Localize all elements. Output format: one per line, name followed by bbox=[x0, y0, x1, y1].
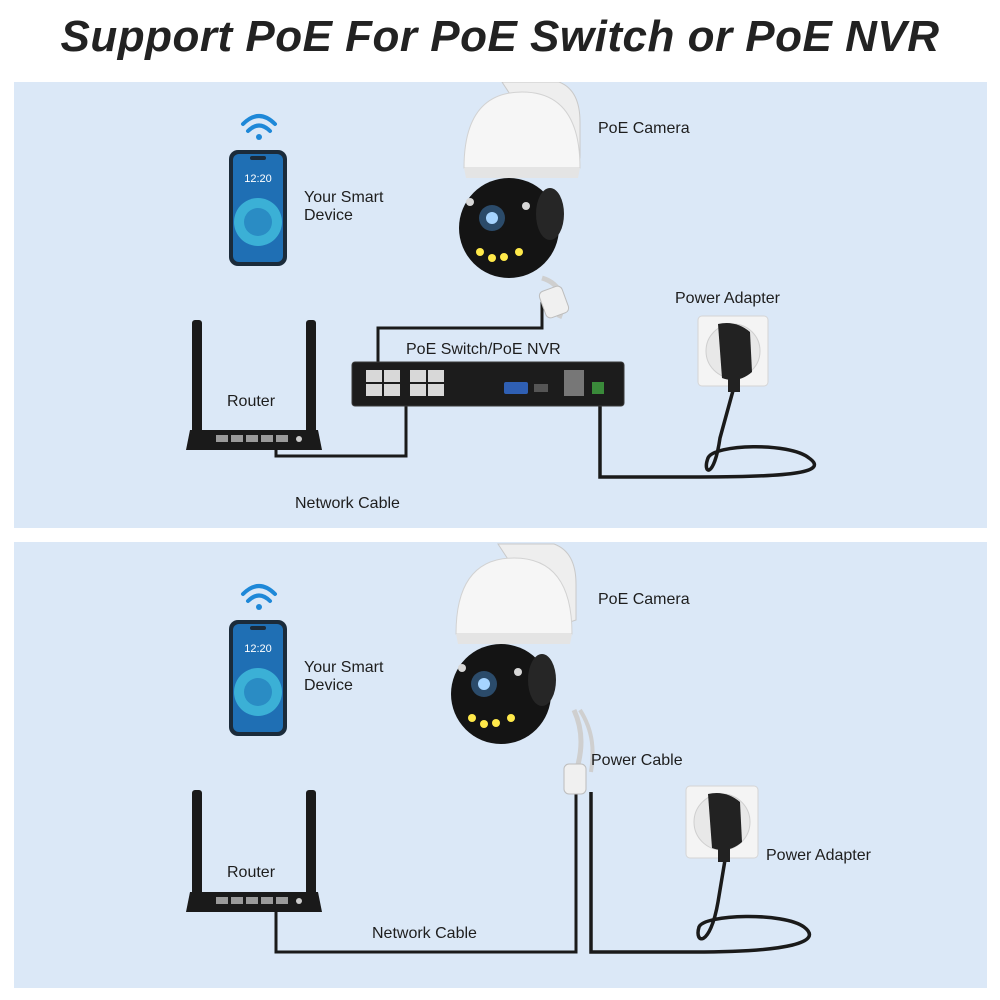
label-router: Router bbox=[227, 393, 276, 410]
label-poe-camera: PoE Camera bbox=[598, 591, 690, 608]
label-smart-device: Your Smart Device bbox=[304, 189, 384, 224]
router-icon bbox=[186, 790, 322, 912]
label-power-cable: Power Cable bbox=[591, 752, 683, 769]
power-cable bbox=[589, 792, 812, 954]
smartphone-icon: 12:20 bbox=[229, 620, 287, 736]
label-poe-switch: PoE Switch/PoE NVR bbox=[406, 341, 561, 358]
poe-switch-icon bbox=[351, 361, 625, 407]
power-adapter-icon bbox=[718, 323, 752, 392]
camera-icon bbox=[451, 543, 595, 795]
wifi-icon bbox=[241, 114, 277, 140]
label-network-cable: Network Cable bbox=[372, 925, 477, 942]
phone-time: 12:20 bbox=[244, 643, 272, 655]
power-adapter-icon bbox=[708, 793, 742, 862]
camera-icon bbox=[459, 82, 581, 320]
wifi-icon bbox=[241, 584, 277, 610]
diagram-panel-poe-switch: 12:20 bbox=[14, 82, 987, 528]
diagram-svg: 12:20 bbox=[186, 543, 812, 954]
router-icon bbox=[186, 320, 322, 450]
phone-time: 12:20 bbox=[244, 173, 272, 185]
label-power-adapter: Power Adapter bbox=[766, 847, 871, 864]
label-network-cable: Network Cable bbox=[295, 495, 400, 512]
network-cable bbox=[274, 792, 578, 954]
smartphone-icon: 12:20 bbox=[229, 150, 287, 266]
page-title: Support PoE For PoE Switch or PoE NVR bbox=[60, 12, 940, 61]
label-power-adapter: Power Adapter bbox=[675, 290, 780, 307]
diagram-panel-poe-injector: 12:20 bbox=[14, 542, 987, 988]
label-smart-device: Your Smart Device bbox=[304, 659, 384, 694]
power-cable bbox=[598, 386, 817, 479]
diagram-svg: 12:20 bbox=[186, 82, 817, 479]
label-router: Router bbox=[227, 864, 276, 881]
network-cable bbox=[274, 300, 544, 458]
label-poe-camera: PoE Camera bbox=[598, 120, 690, 137]
